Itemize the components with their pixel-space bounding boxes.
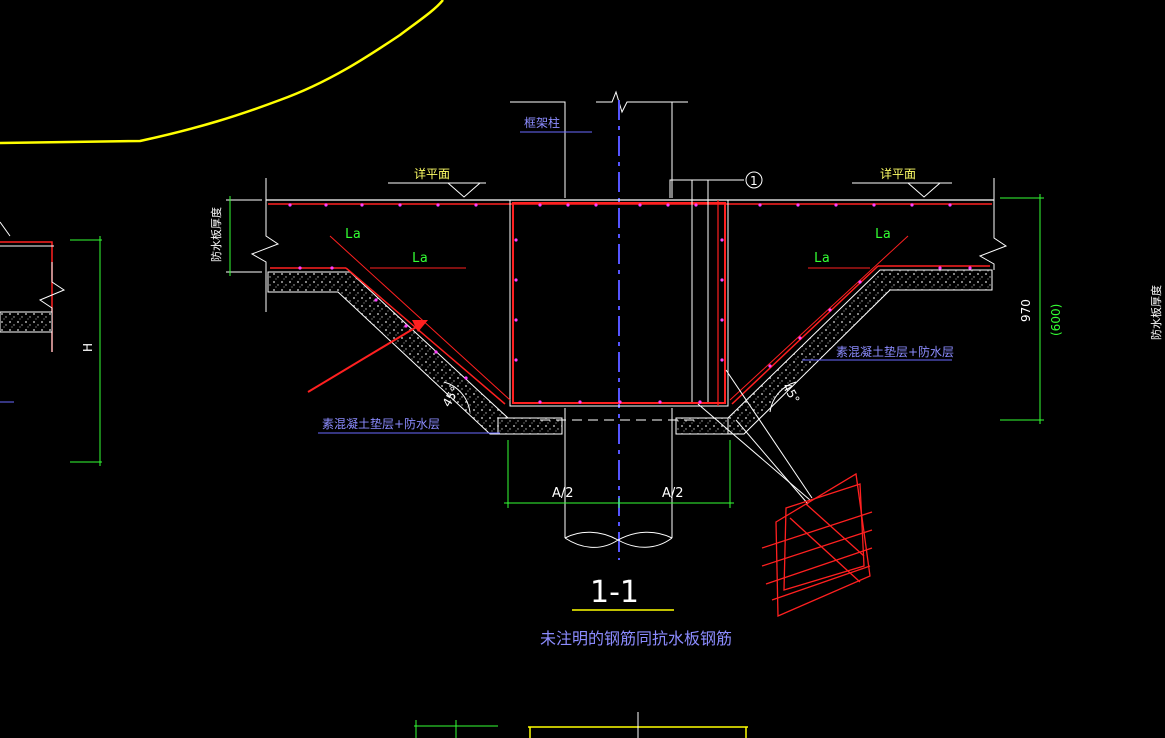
anchor-la-label-3: La [875, 227, 891, 242]
rebar-dots [288, 203, 972, 404]
level-label-right: 详平面 [880, 166, 916, 181]
angle-arc-right [769, 381, 797, 413]
level-label-left: 详平面 [414, 166, 450, 181]
section-note: 未注明的钢筋同抗水板钢筋 [540, 629, 732, 648]
dim-a2-right-label: A/2 [662, 486, 684, 501]
level-marker-right [852, 182, 952, 198]
cushion-label-right: 素混凝土垫层+防水层 [836, 344, 954, 359]
waterproof-thickness-label-left: 防水板厚度 [209, 207, 223, 262]
dim-600-label: (600) [1049, 304, 1063, 336]
pile-below [540, 408, 696, 548]
angle-arc-left [443, 381, 471, 413]
frame-column-label: 框架柱 [524, 115, 560, 130]
red-pointer-arrow [307, 320, 428, 393]
anchor-la-label-2: La [412, 251, 428, 266]
anchor-la-label-1: La [345, 227, 361, 242]
yellow-boundary-curve [0, 0, 444, 145]
dimension-a2 [504, 440, 734, 508]
bottom-partial-detail [414, 712, 748, 738]
anchor-la-label-4: La [814, 251, 830, 266]
dim-a2-left-label: A/2 [552, 486, 574, 501]
level-marker-left [388, 182, 486, 198]
concrete-cushion-layer [267, 269, 993, 435]
waterproof-thickness-label-right: 防水板厚度 [1149, 285, 1163, 340]
section-title: 1-1 [590, 575, 639, 610]
pit-rebar [270, 199, 990, 407]
right-break-line [978, 178, 1044, 424]
callout-number: 1 [750, 174, 758, 188]
frame-column-outline [510, 90, 688, 198]
callout-1-leader [669, 171, 763, 402]
left-break-line [226, 178, 280, 312]
rebar-mesh-detail [761, 472, 873, 617]
dim-970-label: 970 [1019, 299, 1033, 322]
left-partial-detail [0, 221, 102, 466]
detail-leader-lines [697, 369, 813, 505]
dim-h-label: H [81, 343, 95, 352]
cushion-label-left: 素混凝土垫层+防水层 [322, 416, 440, 431]
